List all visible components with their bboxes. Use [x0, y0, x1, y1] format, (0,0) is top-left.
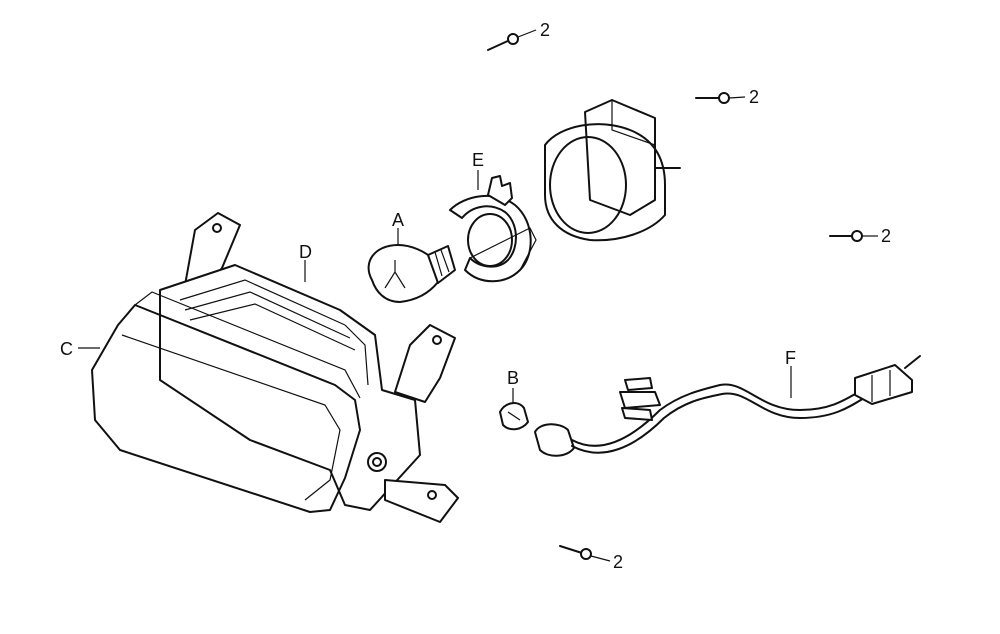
harness-socket	[534, 423, 575, 457]
dust-boot-body	[544, 123, 666, 242]
screw-shaft	[487, 39, 511, 51]
lower-mount-bracket	[384, 479, 459, 523]
position-bulb	[499, 402, 529, 431]
screw-head	[718, 92, 730, 104]
screw-leader	[728, 96, 746, 99]
callout-label-e: E	[472, 150, 484, 170]
socket-opening	[467, 213, 513, 267]
position-bulb-filament	[507, 411, 521, 421]
socket-tab	[469, 227, 537, 271]
callout-label-d: D	[299, 242, 312, 262]
screw-head	[507, 33, 519, 45]
harness-cable	[571, 383, 863, 447]
screw-head	[580, 548, 592, 560]
callout-label-a: A	[392, 210, 404, 230]
callout-label-c: C	[60, 339, 73, 359]
socket-ring	[449, 194, 532, 283]
socket-terminals	[487, 175, 513, 206]
callout-label-b: B	[507, 368, 519, 388]
callout-label-screw-bottom: 2	[613, 552, 623, 572]
bulb-base	[427, 245, 456, 284]
headlight-assembly	[91, 212, 459, 523]
wiring-harness	[534, 355, 921, 457]
left-bracket-hole	[212, 223, 222, 233]
screw-shaft	[559, 545, 583, 554]
dust-boot-cap-edge	[611, 100, 656, 146]
lower-bracket-hole	[427, 490, 437, 500]
callout-label-screw-top: 2	[540, 20, 550, 40]
lens-bezel-top	[134, 291, 361, 399]
callout-label-screw-upper-right: 2	[749, 87, 759, 107]
housing-rim-line	[184, 291, 351, 339]
harness-terminal	[624, 377, 653, 391]
lens-inner-edge	[121, 334, 341, 501]
reflector-housing	[159, 264, 421, 511]
screw-right	[829, 230, 878, 242]
adjust-screw-center	[372, 457, 382, 467]
dust-boot	[544, 99, 681, 242]
headlight-lens	[91, 304, 361, 513]
harness-cable-outer	[571, 392, 865, 454]
callout-label-f: F	[785, 348, 796, 368]
harness-plug	[854, 364, 913, 405]
harness-terminal	[621, 407, 653, 421]
adjust-screw	[367, 452, 387, 472]
screw-head	[851, 230, 863, 242]
screw-top	[487, 29, 537, 51]
screw-bottom	[559, 545, 611, 562]
right-bracket-hole	[432, 335, 442, 345]
housing-side-line	[344, 324, 369, 386]
headlight-bulb	[367, 244, 456, 303]
dust-boot-opening	[549, 136, 627, 234]
housing-rim-line	[179, 279, 346, 326]
bulb-socket	[449, 175, 537, 283]
harness-plug-lead	[904, 355, 921, 369]
harness-connectors	[619, 391, 661, 409]
screw-leader	[517, 29, 537, 38]
bulb-base-ridges	[434, 249, 450, 277]
bulb-filament	[384, 260, 406, 289]
screw-upper-right	[695, 92, 746, 104]
bulb-glass	[367, 244, 439, 303]
right-mounting-bracket	[394, 324, 456, 403]
housing-rim-line	[189, 303, 356, 351]
callout-label-screw-right: 2	[881, 226, 891, 246]
screw-leader	[590, 555, 611, 562]
harness-plug-ridges	[871, 370, 891, 402]
